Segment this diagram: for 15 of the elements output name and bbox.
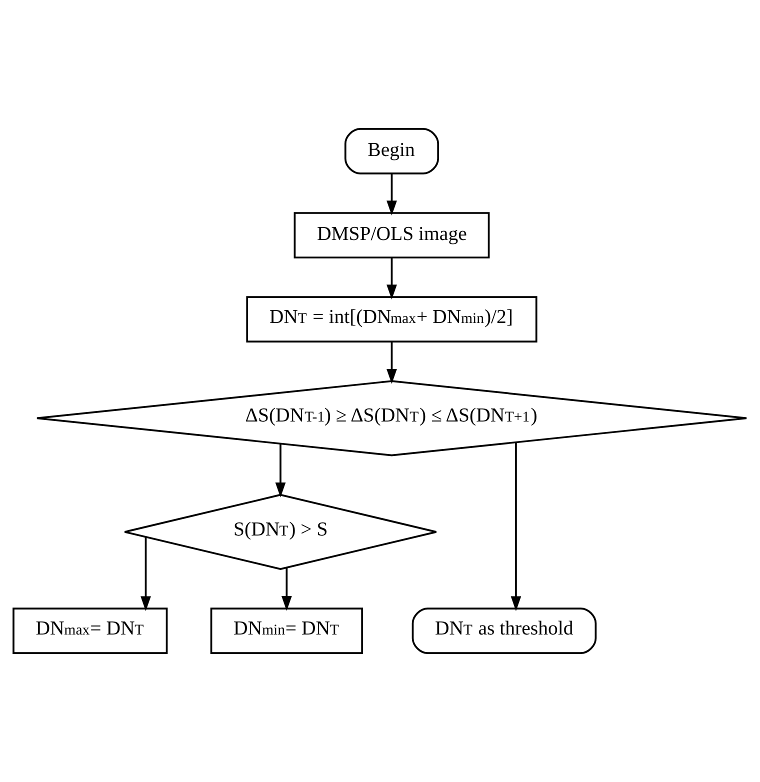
node-diamond: ΔS(DNT-1) ≥ ΔS(DNT) ≤ ΔS(DNT+1) — [36, 380, 748, 456]
arrow — [281, 568, 292, 611]
arrow — [386, 342, 397, 384]
arrow — [386, 258, 397, 300]
arrow — [386, 174, 397, 216]
node-diamond: S(DNT) > S — [124, 494, 438, 570]
arrow — [140, 537, 151, 612]
node-box: DNmax= DNT — [12, 608, 168, 654]
node-box: DNT as threshold — [412, 608, 597, 654]
node-box: DNT = int[(DNmax+ DNmin)/2] — [246, 296, 538, 342]
arrow — [510, 442, 522, 612]
node-box: Begin — [344, 128, 440, 174]
node-box: DNmin= DNT — [210, 608, 363, 654]
node-box: DMSP/OLS image — [294, 212, 490, 258]
arrow — [275, 444, 286, 498]
